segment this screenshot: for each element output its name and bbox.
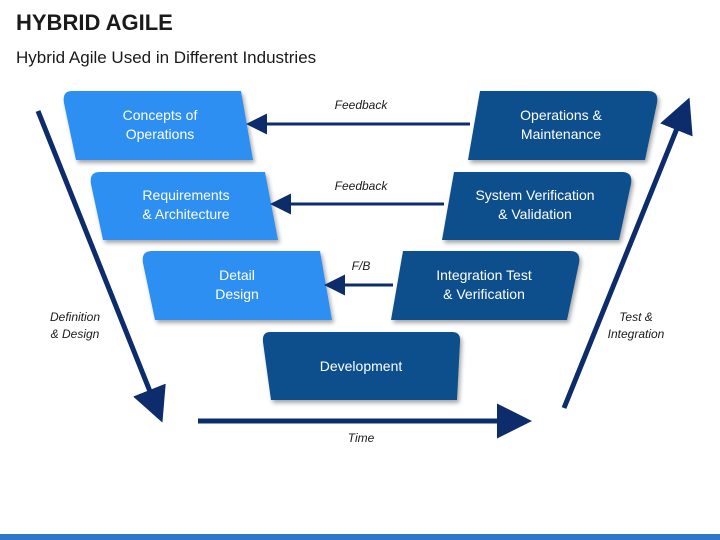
box-requirements-architecture: Requirements & Architecture [90, 172, 278, 240]
box-label-line: & Validation [498, 206, 572, 222]
box-integration-test-verification: Integration Test & Verification [391, 251, 580, 320]
test-integration-label: Integration [608, 327, 665, 341]
box-label-line: & Architecture [142, 206, 229, 222]
box-label-line: & Verification [443, 286, 525, 302]
box-label-line: Operations [126, 126, 194, 142]
definition-design-arrow [35, 110, 166, 423]
box-detail-design: Detail Design [142, 251, 332, 320]
box-operations-maintenance: Operations & Maintenance [468, 91, 658, 160]
box-concepts-of-operations: Concepts of Operations [63, 91, 253, 160]
box-label-line: Integration Test [436, 267, 532, 283]
box-label-line: Development [320, 358, 403, 374]
page-subtitle: Hybrid Agile Used in Different Industrie… [16, 48, 317, 67]
box-label-line: Operations & [520, 107, 602, 123]
box-label-line: Design [215, 286, 259, 302]
test-integration-label: Test & [619, 310, 653, 324]
time-label: Time [348, 431, 375, 445]
box-system-verification-validation: System Verification & Validation [442, 172, 632, 240]
box-label-line: Maintenance [521, 126, 601, 142]
box-label-line: Detail [219, 267, 255, 283]
box-label-line: Concepts of [123, 107, 198, 123]
definition-design-label: Definition [50, 310, 100, 324]
arrow-label: F/B [352, 259, 371, 273]
definition-design-label: & Design [51, 327, 100, 341]
arrow-label: Feedback [335, 179, 389, 193]
box-development: Development [262, 332, 461, 400]
page-title: HYBRID AGILE [16, 10, 173, 35]
arrow-label: Feedback [335, 98, 389, 112]
box-label-line: System Verification [475, 187, 594, 203]
footer-bar [0, 534, 720, 540]
test-integration-arrow [561, 97, 693, 409]
box-label-line: Requirements [142, 187, 229, 203]
